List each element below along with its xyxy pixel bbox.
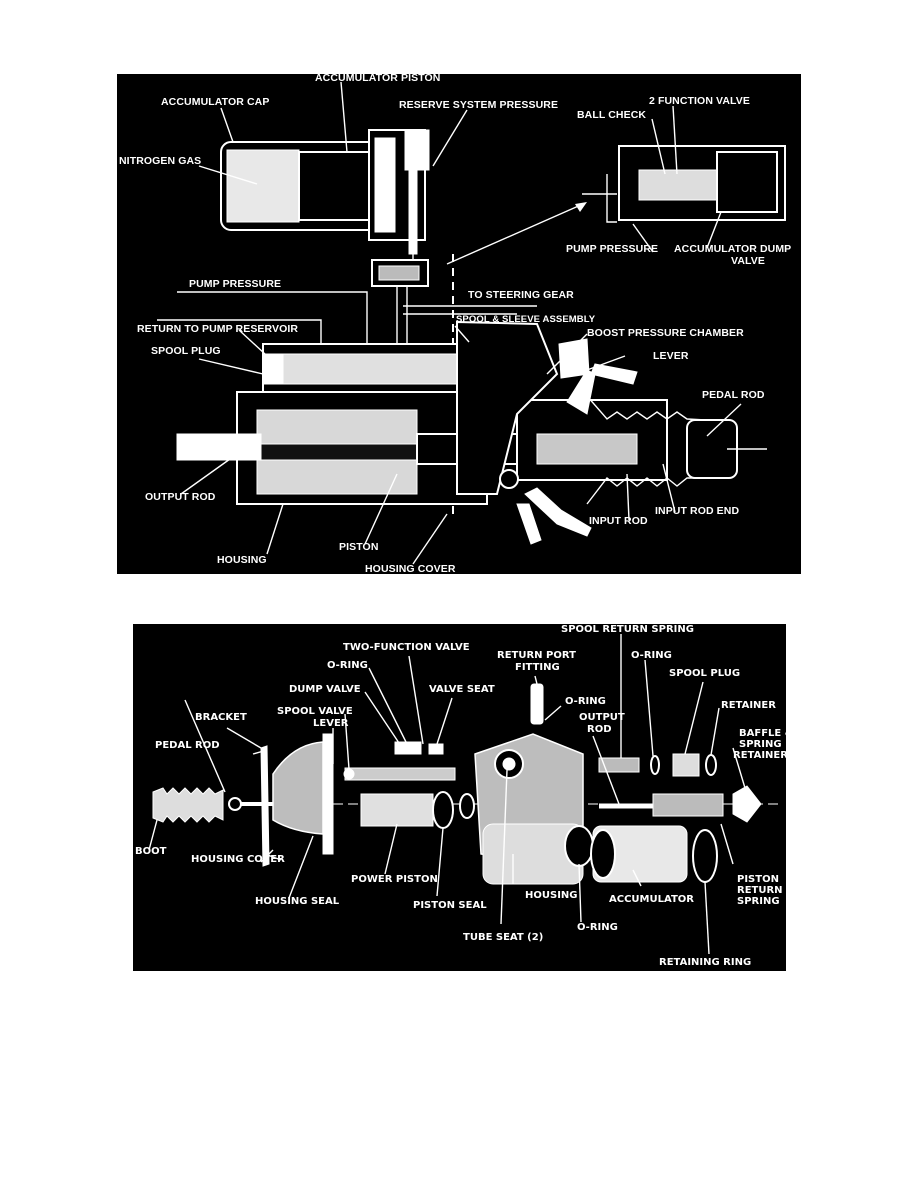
label-lever: LEVER bbox=[313, 718, 349, 729]
label-spool-plug: SPOOL PLUG bbox=[151, 345, 221, 357]
label-boost-pressure-chamber: BOOST PRESSURE CHAMBER bbox=[587, 327, 744, 339]
label-piston: PISTON bbox=[339, 541, 379, 553]
label-accumulator: ACCUMULATOR bbox=[609, 894, 694, 905]
boot bbox=[152, 787, 224, 823]
label-output-rod: OUTPUT ROD bbox=[145, 491, 216, 503]
leader-lines-bottom bbox=[148, 634, 746, 955]
label-spring-2: SPRING bbox=[737, 896, 780, 907]
label-bracket: BRACKET bbox=[195, 712, 247, 723]
housing-seal-ring bbox=[459, 793, 475, 819]
label-spool-return-spring: SPOOL RETURN SPRING bbox=[561, 624, 694, 635]
label-dump-valve: VALVE bbox=[731, 255, 765, 267]
pedal-rod-eye bbox=[228, 797, 242, 811]
label-housing-cover: HOUSING COVER bbox=[365, 563, 456, 574]
label-baffle: BAFFLE & bbox=[739, 728, 786, 739]
label-ball-check: BALL CHECK bbox=[577, 109, 646, 121]
spool-valve bbox=[343, 741, 456, 781]
label-spool-sleeve-assembly: SPOOL & SLEEVE ASSEMBLY bbox=[456, 314, 596, 325]
label-two-function-valve: TWO-FUNCTION VALVE bbox=[343, 642, 470, 653]
label-retaining-ring: RETAINING RING bbox=[659, 957, 751, 968]
exploded-view-diagram: SPOOL RETURN SPRING TWO-FUNCTION VALVE O… bbox=[133, 624, 786, 971]
booster-body bbox=[176, 320, 668, 505]
accumulator-assembly bbox=[220, 129, 430, 287]
label-dump-valve: DUMP VALVE bbox=[289, 684, 361, 695]
label-2-function-valve: 2 FUNCTION VALVE bbox=[649, 95, 750, 107]
label-nitrogen-gas: NITROGEN GAS bbox=[119, 155, 201, 167]
label-piston: PISTON bbox=[737, 874, 779, 885]
two-function-valve-detail bbox=[582, 145, 786, 223]
label-power-piston: POWER PISTON bbox=[351, 874, 438, 885]
housing-cover bbox=[252, 733, 334, 867]
label-housing-seal: HOUSING SEAL bbox=[255, 896, 340, 907]
label-accumulator-cap: ACCUMULATOR CAP bbox=[161, 96, 269, 108]
spool-return-parts bbox=[598, 753, 717, 777]
housing bbox=[474, 733, 584, 885]
label-o-ring-2: O-RING bbox=[631, 650, 672, 661]
label-pedal-rod: PEDAL ROD bbox=[702, 389, 765, 401]
piston-seal bbox=[432, 791, 454, 829]
label-pump-pressure: PUMP PRESSURE bbox=[189, 278, 281, 290]
label-spool-valve: SPOOL VALVE bbox=[277, 706, 353, 717]
piston-return-spring bbox=[652, 793, 724, 817]
label-o-ring-1: O-RING bbox=[327, 660, 368, 671]
label-spring: SPRING bbox=[739, 739, 782, 750]
label-rod: ROD bbox=[587, 724, 612, 735]
label-spool-plug: SPOOL PLUG bbox=[669, 668, 740, 679]
label-baffle-retainer: RETAINER bbox=[733, 750, 786, 761]
accumulator bbox=[564, 825, 718, 883]
baffle-spring-retainer bbox=[732, 785, 762, 823]
label-fitting: FITTING bbox=[515, 662, 560, 673]
label-retainer: RETAINER bbox=[721, 700, 776, 711]
label-input-rod: INPUT ROD bbox=[589, 515, 648, 527]
arrow-head bbox=[575, 202, 587, 212]
power-piston bbox=[360, 793, 434, 827]
cross-section-drawing: ACCUMULATOR PISTON ACCUMULATOR CAP RESER… bbox=[119, 74, 791, 574]
label-housing: HOUSING bbox=[217, 554, 267, 566]
label-o-ring-4: O-RING bbox=[577, 922, 618, 933]
label-o-ring-3: O-RING bbox=[565, 696, 606, 707]
cross-section-diagram: ACCUMULATOR PISTON ACCUMULATOR CAP RESER… bbox=[117, 74, 801, 574]
pipes bbox=[157, 286, 537, 352]
label-return: RETURN bbox=[737, 885, 783, 896]
label-return-to-pump-reservoir: RETURN TO PUMP RESERVOIR bbox=[137, 323, 298, 335]
return-port-fitting bbox=[530, 683, 544, 725]
label-valve-seat: VALVE SEAT bbox=[429, 684, 495, 695]
label-piston-seal: PISTON SEAL bbox=[413, 900, 487, 911]
leader-lines bbox=[180, 81, 742, 565]
detail-arrow bbox=[446, 203, 584, 265]
label-boot: BOOT bbox=[135, 846, 167, 857]
exploded-view-drawing: SPOOL RETURN SPRING TWO-FUNCTION VALVE O… bbox=[135, 624, 786, 968]
label-pedal-rod: PEDAL ROD bbox=[155, 740, 220, 751]
label-return-port: RETURN PORT bbox=[497, 650, 576, 661]
label-housing: HOUSING bbox=[525, 890, 578, 901]
label-output: OUTPUT bbox=[579, 712, 625, 723]
label-accumulator-piston: ACCUMULATOR PISTON bbox=[315, 74, 440, 84]
label-accumulator-dump: ACCUMULATOR DUMP bbox=[674, 243, 791, 255]
label-to-steering-gear: TO STEERING GEAR bbox=[468, 289, 574, 301]
label-input-rod-end: INPUT ROD END bbox=[655, 505, 739, 517]
label-lever: LEVER bbox=[653, 350, 689, 362]
bellows bbox=[516, 338, 767, 545]
label-reserve-system-pressure: RESERVE SYSTEM PRESSURE bbox=[399, 99, 558, 111]
label-pump-pressure-detail: PUMP PRESSURE bbox=[566, 243, 658, 255]
label-tube-seat: TUBE SEAT (2) bbox=[463, 932, 543, 943]
label-housing-cover: HOUSING COVER bbox=[191, 854, 285, 865]
